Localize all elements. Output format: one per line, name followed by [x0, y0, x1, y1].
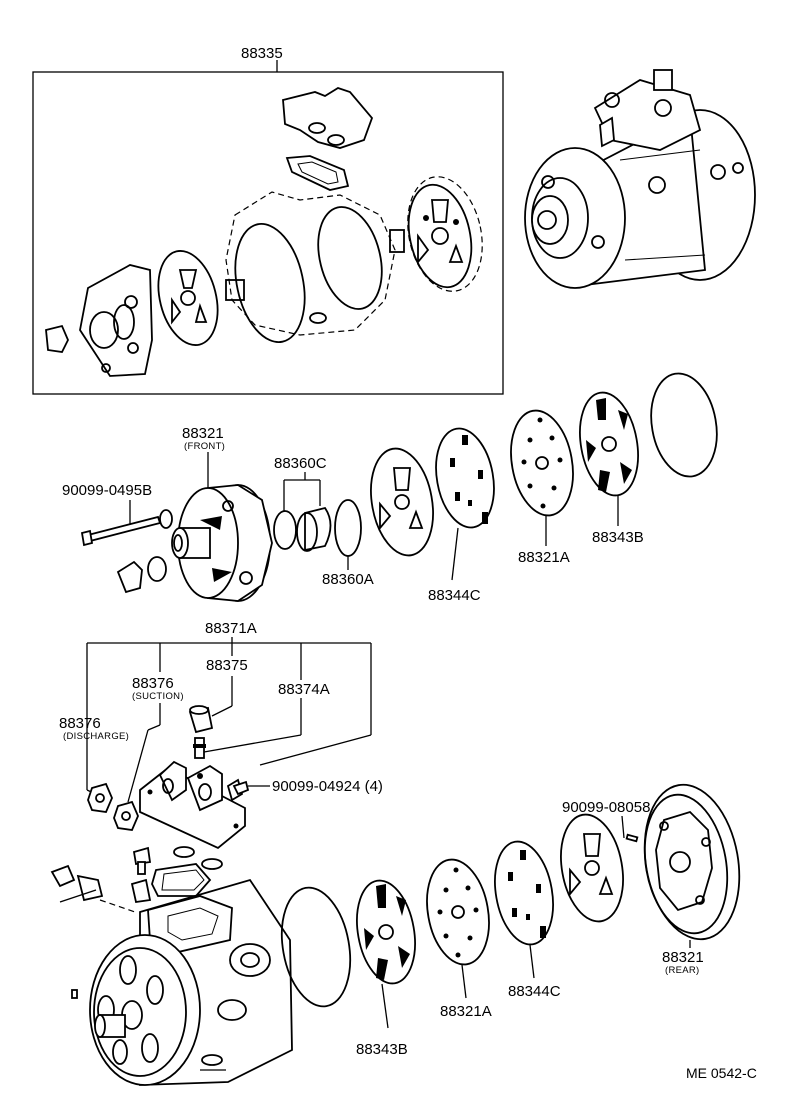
disc-88321a-bottom [426, 858, 490, 966]
valve-assembly-callouts: 88371A 88375 88376 (SUCTION) 88374A 8837… [59, 620, 372, 803]
label-90099-04924: 90099-04924 (4) [272, 778, 383, 795]
valve-head-parts: 90099-04924 (4) [50, 705, 383, 913]
assembled-compressor [524, 69, 756, 289]
through-bolt [86, 515, 162, 543]
label-88343b-bottom: 88343B [356, 1041, 408, 1058]
pin [625, 833, 639, 843]
label-discharge-note: (DISCHARGE) [63, 731, 129, 742]
bracket [76, 874, 104, 902]
label-88343b-top: 88343B [592, 529, 644, 546]
label-90099-08058: 90099-08058 (4) [562, 799, 673, 816]
kit-box [32, 71, 504, 395]
label-88360c: 88360C [274, 455, 327, 472]
seal-ring-88360c [273, 510, 297, 550]
valve-plate-left [157, 250, 219, 346]
label-88374a: 88374A [278, 681, 330, 698]
valve-gasket [285, 155, 350, 191]
label-88344c-bottom: 88344C [508, 983, 561, 1000]
label-88376-suction: 88376 [132, 675, 174, 692]
plug [50, 864, 76, 888]
rear-plate-dashed [407, 176, 483, 292]
o-ring-large-1 [234, 223, 306, 343]
clip-ring [116, 560, 143, 594]
rear-housing-group [71, 878, 293, 1086]
rear-valve-plate [407, 183, 473, 289]
figure-code: ME 0542-C [686, 1065, 757, 1081]
disc-88344c-bottom [494, 840, 554, 946]
o-ring-large-2 [317, 206, 383, 310]
label-88321-rear: 88321 [662, 949, 704, 966]
discharge-valve-plate [560, 813, 624, 923]
label-88360a: 88360A [322, 571, 374, 588]
label-88371a: 88371A [205, 620, 257, 637]
washer [159, 509, 173, 529]
label-rear-note: (REAR) [665, 965, 700, 976]
front-housing-group: 88321 (FRONT) 90099-0495B 88360C [62, 372, 718, 604]
suction-valve-plate [370, 447, 434, 557]
kit-88335-group: 88335 [32, 45, 504, 395]
label-90099-0495b: 90099-0495B [62, 482, 152, 499]
housing-outline-dashed [225, 191, 396, 336]
label-suction-note: (SUCTION) [132, 691, 184, 702]
disc-88344c-top [435, 427, 495, 529]
disc-88343b-top [579, 391, 639, 497]
o-ring-rear [650, 372, 718, 478]
gasket-88376-suction [113, 800, 139, 831]
gasket-88376-discharge [87, 782, 113, 813]
shaft-seal [147, 556, 167, 582]
head-gasket-top [282, 87, 374, 149]
snap-ring-88360a [334, 499, 362, 557]
label-88344c-top: 88344C [428, 587, 481, 604]
label-88321a-top: 88321A [518, 549, 570, 566]
label-88375: 88375 [206, 657, 248, 674]
label-88321a-bottom: 88321A [440, 1003, 492, 1020]
label-front-note: (FRONT) [184, 441, 225, 452]
label-88335: 88335 [241, 45, 283, 62]
o-ring-bottom [280, 886, 352, 1008]
label-88321-front: 88321 [182, 425, 224, 442]
head-gasket [151, 863, 212, 897]
seal-retainer-small [45, 324, 69, 353]
disc-88321a-top [510, 409, 574, 517]
label-88376-discharge: 88376 [59, 715, 101, 732]
rear-disc-stack: 88343B 88321A 88344C 90099-08058 (4) [280, 783, 741, 1058]
